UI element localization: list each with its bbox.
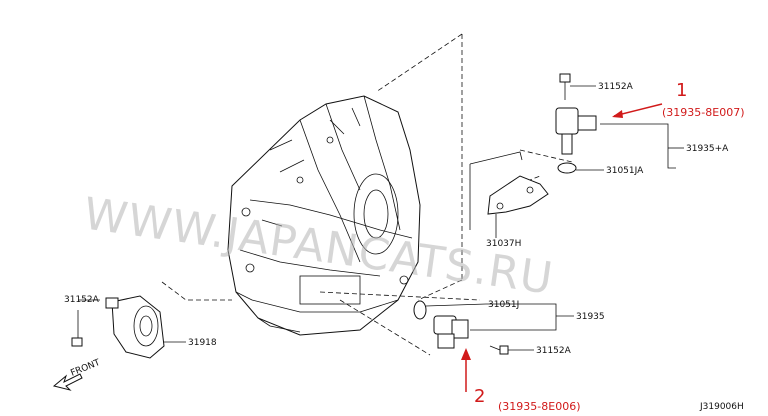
red-callout-arrows <box>461 103 663 392</box>
label-sensor-top: 31935+A <box>686 144 729 154</box>
callout-1-number: 1 <box>676 80 687 101</box>
label-bolt-bottom: 31152A <box>536 346 572 356</box>
transmission-housing <box>227 95 421 336</box>
label-oring-top: 31051JA <box>606 166 644 176</box>
label-bracket: 31037H <box>486 239 521 249</box>
label-sensor-bottom: 31935 <box>576 312 605 322</box>
label-pump-left: 31918 <box>188 338 217 348</box>
lower-sensor-assembly <box>413 300 574 355</box>
label-bolt-top: 31152A <box>598 82 634 92</box>
callout-2-number: 2 <box>474 386 485 407</box>
label-front: FRONT <box>69 358 102 379</box>
label-bolt-left: 31152A <box>64 295 100 305</box>
dashed-leader-lines <box>161 33 573 356</box>
diagram-code: J319006H <box>699 402 744 412</box>
upper-sensor-assembly <box>469 73 684 238</box>
label-oring-bottom: 31051J <box>488 300 519 310</box>
callout-2-part-number: (31935-8E006) <box>498 400 581 413</box>
front-direction-arrow <box>52 373 83 391</box>
left-pump-assembly <box>71 295 186 359</box>
callout-1-part-number: (31935-8E007) <box>662 106 745 119</box>
